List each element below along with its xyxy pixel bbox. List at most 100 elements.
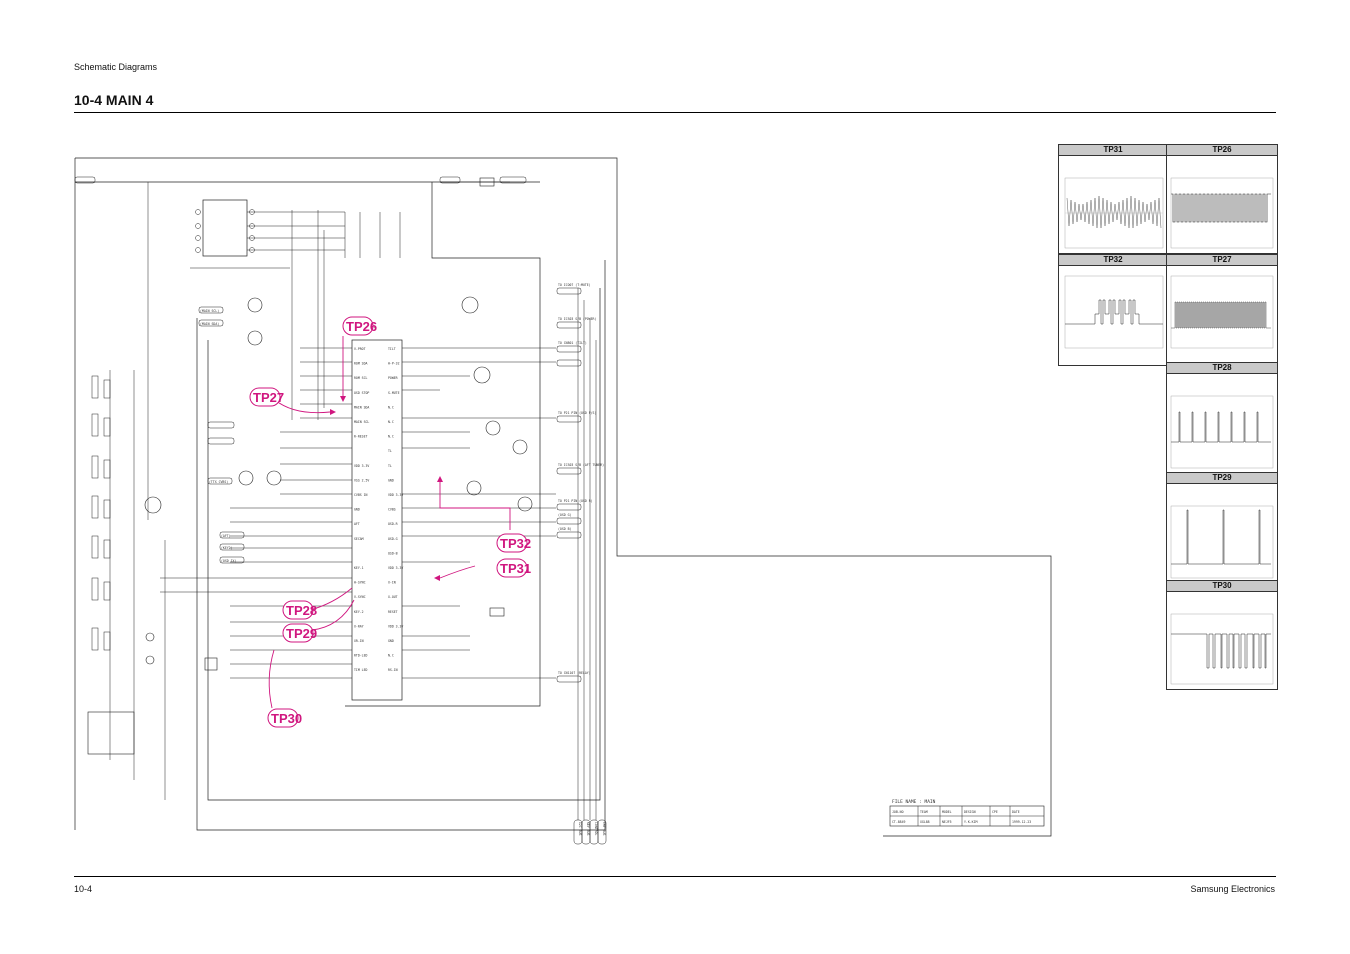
ic-pin-label: VDD 3.3V xyxy=(388,624,403,628)
scope-panel-tp29: TP29 xyxy=(1166,472,1278,584)
ic-pin-label: RS-IN xyxy=(388,668,398,672)
scope-title: TP32 xyxy=(1059,255,1167,266)
title-block-headers: JOB-NO TEAM MODEL DESIGN CPE DATE xyxy=(892,810,1020,814)
tp31-marker: TP31 xyxy=(500,561,531,576)
tp32-marker: TP32 xyxy=(500,536,531,551)
title-block-header: TEAM xyxy=(920,810,928,814)
ic-pin-label: X-OUT xyxy=(388,595,398,599)
connector-label: TO ICO07 (T:MUTE) xyxy=(558,283,591,287)
connector-label: (OSD G) xyxy=(558,513,572,517)
waveform-tp27 xyxy=(1170,275,1274,349)
connector-label: (OSD B) xyxy=(558,527,572,531)
ic-pin-label: V-SYNC xyxy=(354,595,366,599)
bus-label: CRT BUS xyxy=(602,822,606,836)
ic-pin-label: N.C xyxy=(388,405,394,409)
title-block-filename: FILE NAME : MAIN xyxy=(892,799,936,805)
waveform-tp29 xyxy=(1170,505,1274,579)
page-number: 10-4 xyxy=(74,884,93,894)
scope-title: TP31 xyxy=(1059,145,1167,156)
ic-pin-label: VDD 3.3V xyxy=(388,566,403,570)
ic-pin-label: OSD-R xyxy=(388,522,398,526)
connector-label: (KEY2) xyxy=(221,546,233,550)
scope-title: TP29 xyxy=(1167,473,1277,484)
waveform-tp31 xyxy=(1064,177,1164,249)
ic-pin-label: X-IN xyxy=(388,581,396,585)
scope-title: TP26 xyxy=(1167,145,1277,156)
scope-panel-tp31: TP31 xyxy=(1058,144,1168,254)
ic-pin-label: V-PROT xyxy=(354,347,366,351)
ic-pin-label: H-SYNC xyxy=(354,581,366,585)
brand-name: Samsung Electronics xyxy=(1190,884,1275,894)
bus-label: I2C BUS xyxy=(578,822,582,836)
ic-pin-label: MAIN SDA xyxy=(354,405,369,409)
tp26-marker: TP26 xyxy=(346,319,377,334)
title-block-value: CT-8849 xyxy=(892,820,906,824)
scope-panel-tp30: TP30 xyxy=(1166,580,1278,690)
ic-pin-label: RESET xyxy=(388,610,398,614)
connector-label: (MAIN SDA) xyxy=(200,322,219,326)
ic801-right-pins: TILTH-P-32POWERS-MUTEN.CN.CN.CTLTLGNDVDD… xyxy=(388,347,403,672)
connector-label: (AFT) xyxy=(221,534,231,538)
connector-label: TO ICS03 S/B (POWER) xyxy=(558,317,596,321)
section-label: Schematic Diagrams xyxy=(74,62,158,72)
scope-title: TP28 xyxy=(1167,363,1277,374)
ic-pin-label: VDD 3.3V xyxy=(388,493,403,497)
ic-pin-label: GND xyxy=(388,478,394,482)
ic-pin-label: VSS 2.5V xyxy=(354,478,369,482)
ic-pin-label: H-P-32 xyxy=(388,362,400,366)
bus-label: KEY BUS xyxy=(586,822,590,836)
ic-pin-label: N.C xyxy=(388,654,394,658)
tp30-marker: TP30 xyxy=(271,711,302,726)
waveform-tp28 xyxy=(1170,395,1274,469)
ic-pin-label: X-RAY xyxy=(354,624,364,628)
connector-label: (MAIN SCL) xyxy=(200,309,219,313)
ic-pin-label: KEY-1 xyxy=(354,566,364,570)
ic-pin-label: N.C xyxy=(388,435,394,439)
ic-pin-label: N.C xyxy=(388,420,394,424)
ic-pin-label: MAIN SCL xyxy=(354,420,369,424)
ic-pin-label: RTD-LED xyxy=(354,654,368,658)
ic-pin-label: OSD STOP xyxy=(354,391,369,395)
waveform-tp32 xyxy=(1064,275,1164,349)
ic-pin-label: TIM LED xyxy=(354,668,368,672)
connector-label: TO P21 PIN (OSD R) xyxy=(558,499,593,503)
header-rule xyxy=(74,112,1276,113)
title-block-value: NEJF5 xyxy=(942,820,952,824)
title-block-header: JOB-NO xyxy=(892,810,904,814)
ic-pin-label: R-RESET xyxy=(354,435,368,439)
bus-label: CONTROL xyxy=(594,822,598,836)
waveform-tp26 xyxy=(1170,177,1274,249)
ic-pin-label: TL xyxy=(388,464,392,468)
scope-panel-tp26: TP26 xyxy=(1166,144,1278,254)
scope-panel-tp28: TP28 xyxy=(1166,362,1278,474)
connector-label: TO P21 PIN (OSD P/S) xyxy=(558,411,596,415)
scope-panel-tp27: TP27 xyxy=(1166,254,1278,366)
scope-title: TP27 xyxy=(1167,255,1277,266)
title-block-value: XGL88 xyxy=(920,820,930,824)
ic-pin-label: XR-IN xyxy=(354,639,364,643)
title-block-header: DATE xyxy=(1012,810,1020,814)
footer-rule xyxy=(74,876,1276,877)
tp28-marker: TP28 xyxy=(286,603,317,618)
waveform-tp30 xyxy=(1170,613,1274,685)
tp27-marker: TP27 xyxy=(253,390,284,405)
title-block-header: CPE xyxy=(992,810,998,814)
ic-pin-label: OSD-G xyxy=(388,537,398,541)
connector-label: (TTX CVBS) xyxy=(209,480,228,484)
title-block-header: MODEL xyxy=(942,810,952,814)
ic-pin-label: POWER xyxy=(388,376,398,380)
ic-pin-label: GND xyxy=(388,639,394,643)
page-title: 10-4 MAIN 4 xyxy=(74,92,154,108)
ic-pin-label: ROM SDA xyxy=(354,362,368,366)
scope-title: TP30 xyxy=(1167,581,1277,592)
ic-pin-label: VDD 3.3V xyxy=(354,464,369,468)
ic-pin-label: KEY-2 xyxy=(354,610,364,614)
ic-pin-label: CVBS xyxy=(388,508,396,512)
title-block-value: Y.K.KIM xyxy=(964,820,978,824)
title-block-value: 1999.12.23 xyxy=(1012,820,1031,824)
ic-pin-label: AFT xyxy=(354,522,360,526)
ic-pin-label: GND xyxy=(354,508,360,512)
title-block-header: DESIGN xyxy=(964,810,976,814)
